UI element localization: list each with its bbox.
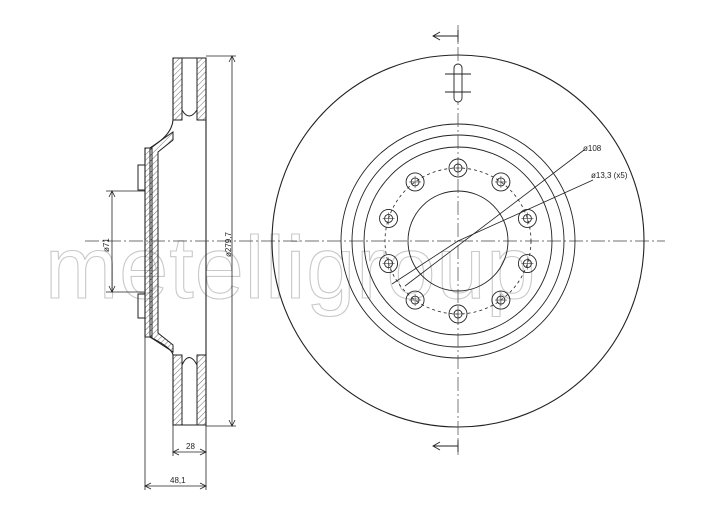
hub-face-section <box>144 147 153 338</box>
inner-plate-top <box>196 57 207 121</box>
leader-lines <box>391 149 594 287</box>
secondary-hole <box>405 290 425 310</box>
bolt-hole-centre-mark <box>452 308 464 320</box>
secondary-hole-centre-mark <box>382 212 395 225</box>
secondary-hole-centre-mark <box>452 162 464 174</box>
secondary-hole-centre-mark <box>409 294 422 307</box>
bolt-hole-centre-mark <box>494 175 507 188</box>
bolt-hole <box>405 172 425 192</box>
dim-bolt-holes: ø13,3 (x5) <box>591 171 628 180</box>
hat-section <box>149 131 174 353</box>
outer-plate-bottom <box>172 354 183 426</box>
bolt-hole-group <box>379 158 537 324</box>
watermark-text: metelligroup <box>45 218 536 317</box>
secondary-hole <box>491 290 511 310</box>
bolt-hole <box>448 304 468 324</box>
dim-pcd: ø108 <box>583 144 602 153</box>
secondary-hole-centre-mark <box>494 294 507 307</box>
secondary-hole <box>379 208 399 228</box>
dim-outer-diameter: ø279,7 <box>224 232 233 257</box>
secondary-hole <box>448 158 468 178</box>
side-dimensions <box>106 55 236 490</box>
bolt-hole-centre-mark <box>382 257 395 270</box>
bolt-hole-centre-mark <box>409 175 422 188</box>
side-view <box>137 57 207 426</box>
section-markers <box>432 30 471 452</box>
secondary-hole-centre-mark <box>521 212 534 225</box>
inner-plate-bottom <box>196 354 207 426</box>
dim-hub-bore: ø71 <box>102 238 111 252</box>
bolt-hole <box>379 254 399 274</box>
bolt-hole <box>517 254 537 274</box>
dim-thickness: 28 <box>186 442 195 451</box>
bolt-hole-centre-mark <box>521 257 534 270</box>
bolt-hole <box>491 172 511 192</box>
dim-total-height: 48,1 <box>170 476 186 485</box>
outer-plate-top <box>172 57 183 121</box>
